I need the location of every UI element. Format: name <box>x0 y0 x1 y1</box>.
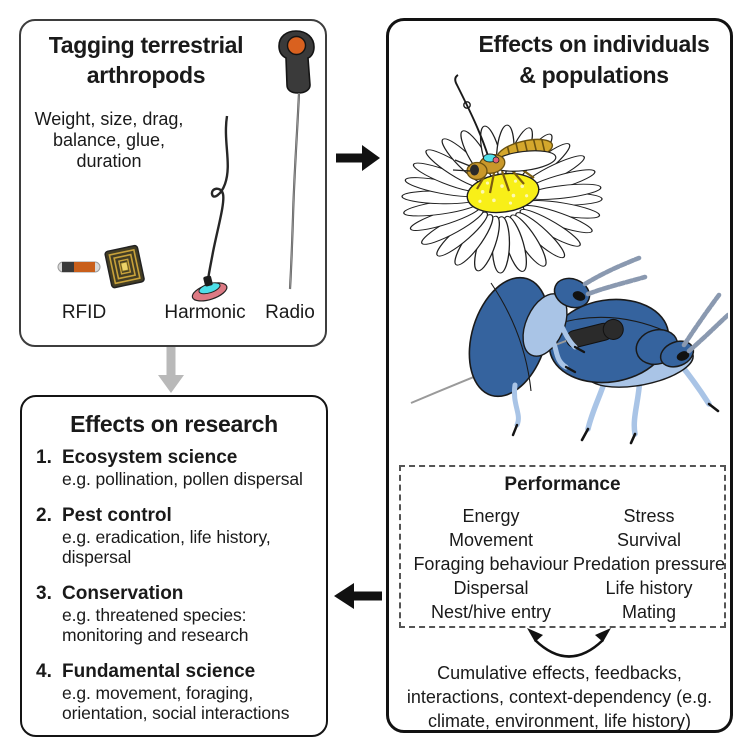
perf-life-history: Life history <box>605 578 693 598</box>
individuals-title-line2: & populations <box>519 62 669 88</box>
item-heading: Ecosystem science <box>62 447 238 468</box>
panel-tagging-terrestrial-arthropods: Tagging terrestrial arthropods Weight, s… <box>19 19 327 347</box>
item-heading: Fundamental science <box>62 661 256 682</box>
research-item-conservation: 3. Conservation e.g. threatened species:… <box>32 583 322 645</box>
perf-movement: Movement <box>448 530 534 550</box>
considerations-line3: duration <box>76 151 142 171</box>
arrow-left-icon <box>334 583 382 609</box>
performance-left-column: Energy Movement Foraging behaviour Dispe… <box>409 504 573 624</box>
rfid-chip-icon <box>104 244 145 289</box>
caption-line3: climate, environment, life history) <box>427 711 692 731</box>
perf-survival: Survival <box>616 530 682 550</box>
item-desc-line: e.g. movement, foraging, <box>62 683 254 703</box>
item-desc-line: e.g. eradication, life history, <box>62 527 271 547</box>
item-desc-line: e.g. pollination, pollen dispersal <box>62 469 303 489</box>
arrow-right-icon <box>336 145 380 171</box>
panel-effects-individuals-populations: Effects on individuals & populations <box>386 18 733 733</box>
perf-stress: Stress <box>623 506 675 526</box>
research-item-pest-control: 2. Pest control e.g. eradication, life h… <box>32 505 322 567</box>
cumulative-effects-caption: Cumulative effects, feedbacks, interacti… <box>389 661 730 733</box>
caption-line2: interactions, context-dependency (e.g. <box>406 687 713 707</box>
individuals-panel-title: Effects on individuals & populations <box>464 29 724 91</box>
item-desc-line: e.g. threatened species: <box>62 605 247 625</box>
perf-dispersal: Dispersal <box>453 578 529 598</box>
research-item-ecosystem-science: 1. Ecosystem science e.g. pollination, p… <box>32 447 322 489</box>
perf-mating: Mating <box>621 602 677 622</box>
panel-effects-on-research: Effects on research 1. Ecosystem science… <box>20 395 328 737</box>
item-number: 1. <box>36 447 52 468</box>
harmonic-label: Harmonic <box>164 302 246 323</box>
item-number: 2. <box>36 505 52 526</box>
item-number: 4. <box>36 661 52 682</box>
item-heading: Conservation <box>62 583 184 604</box>
harmonic-tag-icon <box>191 115 229 302</box>
tagging-panel-title: Tagging terrestrial arthropods <box>21 30 271 90</box>
tagging-considerations: Weight, size, drag, balance, glue, durat… <box>21 109 197 172</box>
item-desc-line: dispersal <box>62 547 132 567</box>
tagging-title-line1: Tagging terrestrial <box>48 32 244 58</box>
arrow-down-icon <box>158 347 184 393</box>
performance-box: Performance Energy Movement Foraging beh… <box>399 465 726 628</box>
performance-title: Performance <box>504 474 621 495</box>
perf-energy: Energy <box>462 506 520 526</box>
caption-line1: Cumulative effects, feedbacks, <box>437 663 682 683</box>
rfid-label: RFID <box>61 302 107 323</box>
tagged-beetles-illustration <box>410 255 728 445</box>
item-heading: Pest control <box>62 505 172 526</box>
item-desc-line: orientation, social interactions <box>62 703 290 723</box>
considerations-line1: Weight, size, drag, <box>34 109 184 129</box>
considerations-line2: balance, glue, <box>52 130 166 150</box>
tagged-fly-on-flower-illustration <box>401 74 603 274</box>
curved-feedback-arrow-icon <box>527 628 611 658</box>
individuals-title-line1: Effects on individuals <box>478 31 710 57</box>
rfid-capsule-icon <box>57 261 101 273</box>
radio-label: Radio <box>265 302 315 323</box>
performance-right-column: Stress Survival Predation pressure Life … <box>571 504 727 624</box>
item-desc-line: monitoring and research <box>62 625 249 645</box>
perf-foraging-behaviour: Foraging behaviour <box>413 554 569 574</box>
radio-tag-icon <box>278 30 315 290</box>
item-number: 3. <box>36 583 52 604</box>
perf-nest-hive-entry: Nest/hive entry <box>430 602 552 622</box>
research-items-list: 1. Ecosystem science e.g. pollination, p… <box>32 447 322 739</box>
tagging-title-line2: arthropods <box>86 62 206 88</box>
research-panel-title: Effects on research <box>70 411 278 437</box>
perf-predation-pressure: Predation pressure <box>572 554 726 574</box>
research-item-fundamental-science: 4. Fundamental science e.g. movement, fo… <box>32 661 322 723</box>
